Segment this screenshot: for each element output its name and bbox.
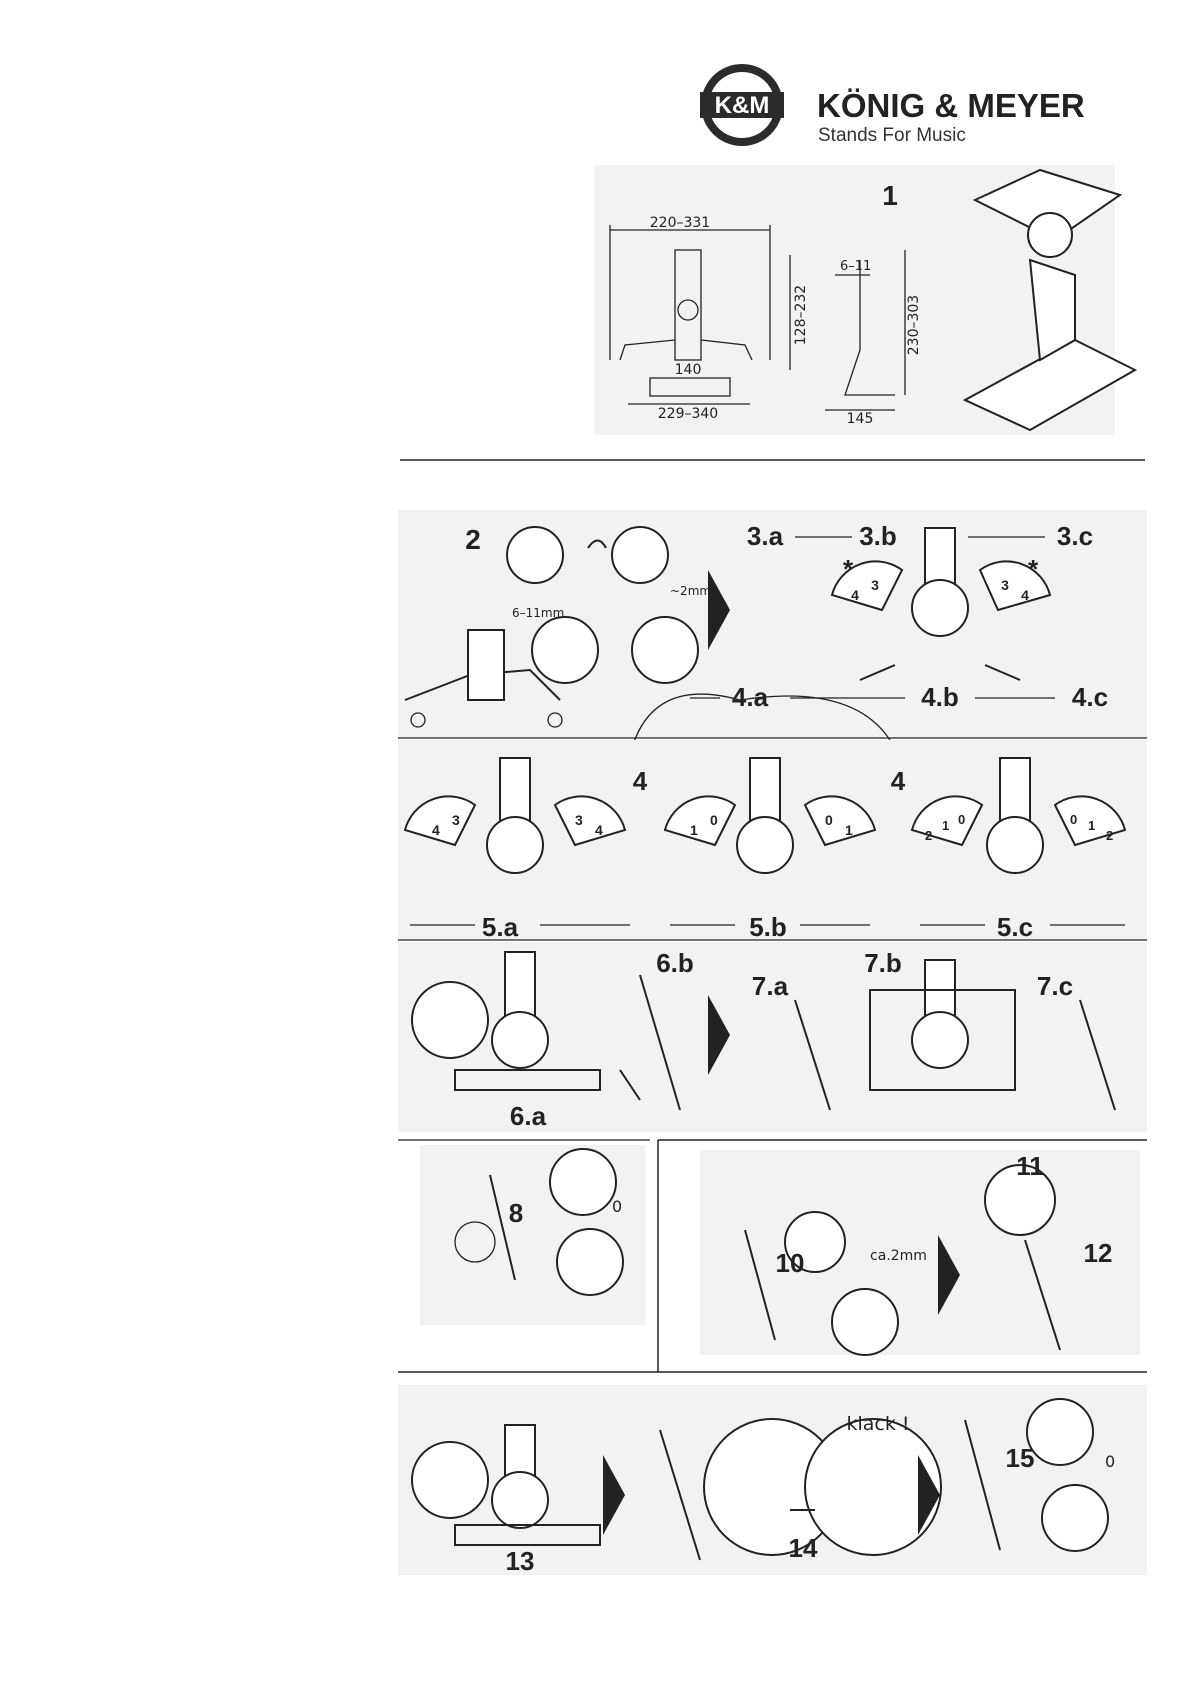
dim-width-bottom: 229–340 xyxy=(658,406,718,422)
scale-5b-r1: 0 xyxy=(825,812,833,828)
scale-right-4: 4 xyxy=(1021,587,1029,603)
figure-6-7: 6.a 6.b 7.a 7.b 7.c xyxy=(398,942,1147,1132)
note-ca2mm: ca.2mm xyxy=(870,1248,927,1264)
figure-13-15: 13 klack ! 14 15 0 xyxy=(398,1385,1147,1576)
figure-8-12: 8 0 10 ca.2mm 11 12 xyxy=(398,1140,1147,1372)
scale-5c-l1: 2 xyxy=(925,828,932,843)
scale-left-4: 4 xyxy=(851,587,859,603)
mark-0-13: 0 xyxy=(1105,1452,1115,1471)
step-2-label: 2 xyxy=(465,524,481,555)
scale-left-3: 3 xyxy=(871,577,879,593)
scale-5c-r1: 0 xyxy=(1070,812,1077,827)
scale-5a-l1: 4 xyxy=(432,822,440,838)
dim-center: 140 xyxy=(675,362,702,378)
scale-5b-l1: 1 xyxy=(690,822,698,838)
dim-height-left: 128–232 xyxy=(793,285,809,345)
step-12: 12 xyxy=(1084,1238,1113,1268)
step-1-label: 1 xyxy=(882,180,898,211)
scale-5a-r1: 3 xyxy=(575,812,583,828)
scale-5c-l2: 1 xyxy=(942,818,949,833)
step-10: 10 xyxy=(776,1248,805,1278)
step-3a: 3.a xyxy=(747,521,784,551)
figure-2-3-4: 2 6–11mm ~2mm 3.a 3.b 3.c 4 3 3 4 * * 4.… xyxy=(398,510,1147,760)
step-15: 15 xyxy=(1006,1443,1035,1473)
dim-height-total: 230–303 xyxy=(906,295,922,355)
logo-monogram: K&M xyxy=(715,92,770,119)
step-13: 13 xyxy=(506,1546,535,1576)
scale-right-3: 3 xyxy=(1001,577,1009,593)
brand-logo: K&M xyxy=(700,64,784,146)
step-7c: 7.c xyxy=(1037,971,1073,1001)
scale-5c-r2: 1 xyxy=(1088,818,1095,833)
step-4c: 4.c xyxy=(1072,682,1108,712)
brand-name: KÖNIG & MEYER xyxy=(817,87,1085,124)
step-3c: 3.c xyxy=(1057,521,1093,551)
figure-5: 4 4 4 3 3 4 5.a 1 0 0 1 5.b 2 1 0 0 1 2 … xyxy=(398,740,1147,942)
step-7a: 7.a xyxy=(752,971,789,1001)
step-5b: 5.b xyxy=(749,912,787,942)
step-7b: 7.b xyxy=(864,948,902,978)
step-6a: 6.a xyxy=(510,1101,547,1131)
step-14: 14 xyxy=(789,1533,818,1563)
scale-5c-l3: 0 xyxy=(958,812,965,827)
step-5a: 5.a xyxy=(482,912,519,942)
step-5c: 5.c xyxy=(997,912,1033,942)
dim-thickness: 6–11 xyxy=(840,259,871,274)
sound-klack: klack ! xyxy=(846,1413,909,1435)
asterisk-left: * xyxy=(843,554,854,584)
dim-width-top: 220–331 xyxy=(650,215,710,231)
label-4-left: 4 xyxy=(633,766,648,796)
asterisk-right: * xyxy=(1028,554,1039,584)
figure-1-dimensions: 220–331 128–232 140 229–340 6–11 230–303… xyxy=(595,165,1135,435)
brand-tagline: Stands For Music xyxy=(818,125,966,146)
scale-5c-r3: 2 xyxy=(1106,828,1113,843)
scale-5b-l2: 0 xyxy=(710,812,718,828)
step-6b: 6.b xyxy=(656,948,694,978)
step-4b: 4.b xyxy=(921,682,959,712)
note-gap: ~2mm xyxy=(670,584,711,598)
dim-depth: 145 xyxy=(847,411,874,427)
scale-5a-r2: 4 xyxy=(595,822,603,838)
step-11: 11 xyxy=(1016,1151,1044,1181)
label-4-right: 4 xyxy=(891,766,906,796)
mark-0: 0 xyxy=(612,1197,622,1216)
note-range: 6–11mm xyxy=(512,606,564,620)
step-8: 8 xyxy=(509,1198,523,1228)
step-3b: 3.b xyxy=(859,521,897,551)
scale-5b-r2: 1 xyxy=(845,822,853,838)
scale-5a-l2: 3 xyxy=(452,812,460,828)
